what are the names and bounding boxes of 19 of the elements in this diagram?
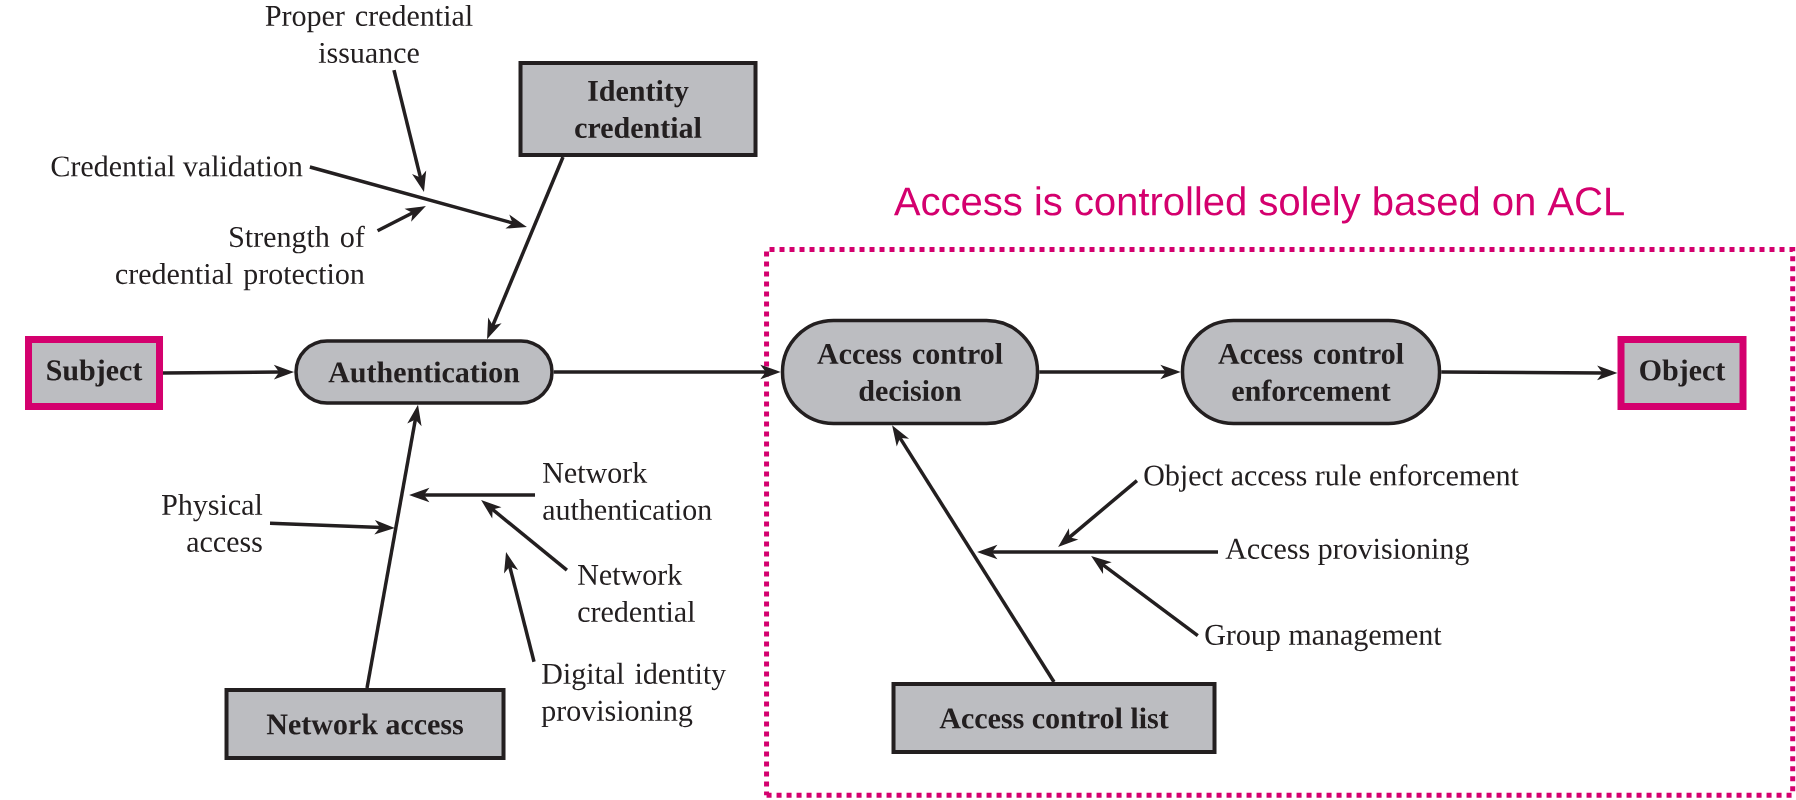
branch-label: Group management bbox=[1205, 624, 1442, 652]
branch-label: Network credential bbox=[578, 563, 695, 623]
branch-label: Physical access bbox=[162, 493, 263, 553]
rounded-box: Authentication bbox=[294, 339, 554, 405]
process-box: Network access bbox=[224, 688, 506, 760]
region-title: Access is controlled solely based on ACL bbox=[893, 186, 1624, 224]
endpoint-box: Object bbox=[1617, 336, 1747, 410]
branch-label: Digital identity provisioning bbox=[541, 662, 727, 728]
branch-label: Access provisioning bbox=[1225, 538, 1469, 566]
branch-label: Object access rule enforcement bbox=[1144, 464, 1519, 492]
rounded-box: Access control enforcement bbox=[1180, 318, 1442, 426]
rounded-box: Access control decision bbox=[780, 318, 1040, 426]
branch-label: Strength of credential protection bbox=[116, 225, 365, 291]
branch-label: Credential validation bbox=[51, 155, 303, 177]
endpoint-box: Subject bbox=[25, 336, 163, 410]
process-box: Access control list bbox=[891, 682, 1217, 754]
branch-label: Network authentication bbox=[543, 461, 712, 521]
branch-label: Proper credential issuance bbox=[265, 4, 473, 64]
process-box: Identity credential bbox=[518, 61, 758, 157]
